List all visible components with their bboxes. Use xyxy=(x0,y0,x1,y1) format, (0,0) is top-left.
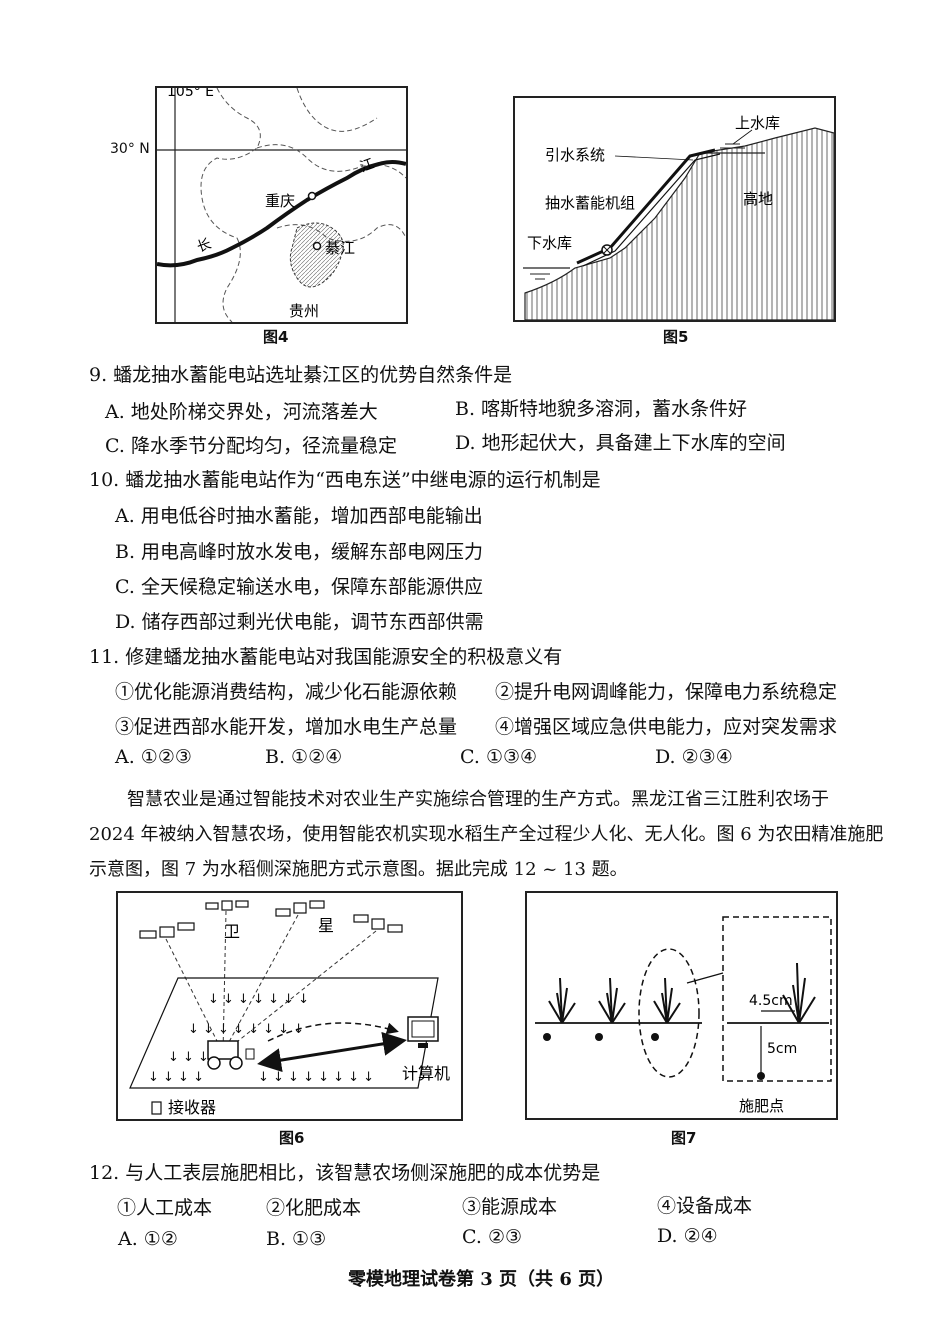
question-11-stem: 11. 修建蟠龙抽水蓄能电站对我国能源安全的积极意义有 xyxy=(89,646,563,668)
q12-option-a: A. ①② xyxy=(118,1228,178,1250)
figure-6-caption: 图6 xyxy=(279,1129,305,1147)
computer-label: 计算机 xyxy=(402,1064,450,1083)
satellite-icon xyxy=(275,900,325,917)
satellite-label-xing: 星 xyxy=(318,916,334,935)
vertical-distance-label: 5cm xyxy=(767,1041,797,1057)
q11-statement-1: ①优化能源消费结构，减少化石能源依赖 xyxy=(115,681,458,703)
fertilizer-point-icon xyxy=(757,1072,765,1080)
q11-statement-4: ④增强区域应急供电能力，应对突发需求 xyxy=(495,716,838,738)
q12-statement-1: ①人工成本 xyxy=(117,1197,213,1219)
figure-7-caption: 图7 xyxy=(671,1129,697,1147)
q12-option-c: C. ②③ xyxy=(462,1226,523,1248)
guizhou-label: 贵州 xyxy=(289,302,319,320)
svg-text:↓ ↓ ↓ ↓: ↓ ↓ ↓ ↓ xyxy=(148,1070,204,1085)
rice-plant-icon xyxy=(653,977,681,1024)
river-label-chang: 长 xyxy=(195,236,214,256)
precision-fertilizing-drawing: ↓ ↓ ↓ ↓ ↓ ↓ ↓ ↓ ↓ ↓ ↓ ↓ ↓ ↓ ↓ ↓ ↓ ↓ ↓ ↓ … xyxy=(129,900,450,1117)
latitude-label: 30° N xyxy=(110,141,150,157)
q11-statement-3: ③促进西部水能开发，增加水电生产总量 xyxy=(115,716,458,738)
pumped-storage-drawing: 上水库 引水系统 抽水蓄能机组 高地 下水库 xyxy=(523,114,835,321)
figure-7-diagram: 4.5cm 5cm 施肥点 xyxy=(525,891,838,1120)
qijiang-label: 綦江 xyxy=(325,239,355,257)
fertilizer-dot-icon xyxy=(651,1033,659,1041)
fertilizer-point-label: 施肥点 xyxy=(739,1097,784,1115)
diversion-system-label: 引水系统 xyxy=(545,146,605,164)
qijiang-marker-icon xyxy=(312,241,322,251)
figure-5-diagram: 上水库 引水系统 抽水蓄能机组 高地 下水库 xyxy=(513,96,836,322)
rice-plant-icon xyxy=(598,977,626,1024)
figure-5-caption: 图5 xyxy=(663,328,689,346)
q12-option-b: B. ①③ xyxy=(266,1228,327,1250)
satellite-icon xyxy=(353,914,403,933)
pump-unit-label: 抽水蓄能机组 xyxy=(545,194,635,212)
question-10-stem: 10. 蟠龙抽水蓄能电站作为“西电东送”中继电源的运行机制是 xyxy=(89,469,601,491)
q11-option-c: C. ①③④ xyxy=(460,746,538,768)
rice-plant-icon xyxy=(782,962,816,1024)
q11-option-b: B. ①②④ xyxy=(265,746,343,768)
chongqing-label: 重庆 xyxy=(265,192,295,210)
receiver-icon xyxy=(151,1101,162,1115)
map-drawing: 105° E 重庆 綦江 贵州 长 江 xyxy=(156,84,407,323)
satellite-icon xyxy=(205,900,249,911)
svg-text:↓ ↓ ↓ ↓ ↓ ↓ ↓ ↓: ↓ ↓ ↓ ↓ ↓ ↓ ↓ ↓ xyxy=(258,1070,374,1085)
q12-statement-3: ③能源成本 xyxy=(462,1196,558,1218)
q11-statement-2: ②提升电网调峰能力，保障电力系统稳定 xyxy=(495,681,838,703)
intro-line-3: 示意图，图 7 为水稻侧深施肥方式示意图。据此完成 12 ~ 13 题。 xyxy=(89,859,628,880)
q9-option-a: A. 地处阶梯交界处，河流落差大 xyxy=(105,401,378,423)
fertilizer-dot-icon xyxy=(543,1033,551,1041)
q12-option-d: D. ②④ xyxy=(657,1225,718,1247)
question-12-stem: 12. 与人工表层施肥相比，该智慧农场侧深施肥的成本优势是 xyxy=(89,1162,601,1184)
side-deep-fertilizing-drawing: 4.5cm 5cm 施肥点 xyxy=(535,916,832,1115)
q10-option-b: B. 用电高峰时放水发电，缓解东部电网压力 xyxy=(115,541,484,563)
figure-4-caption: 图4 xyxy=(263,328,289,346)
computer-icon xyxy=(407,1016,439,1048)
fertilizer-dot-icon xyxy=(595,1033,603,1041)
question-9-stem: 9. 蟠龙抽水蓄能电站选址綦江区的优势自然条件是 xyxy=(89,364,513,386)
intro-line-2: 2024 年被纳入智慧农场，使用智能农机实现水稻生产全过程少人化、无人化。图 6… xyxy=(89,824,884,845)
svg-text:↓ ↓ ↓ ↓ ↓ ↓ ↓ ↓: ↓ ↓ ↓ ↓ ↓ ↓ ↓ ↓ xyxy=(188,1022,304,1037)
q9-option-c: C. 降水季节分配均匀，径流量稳定 xyxy=(105,435,397,457)
q10-option-c: C. 全天候稳定输送水电，保障东部能源供应 xyxy=(115,576,483,598)
tractor-icon xyxy=(207,1040,255,1070)
q10-option-a: A. 用电低谷时抽水蓄能，增加西部电能输出 xyxy=(115,505,483,527)
intro-line-1: 智慧农业是通过智能技术对农业生产实施综合管理的生产方式。黑龙江省三江胜利农场于 xyxy=(127,789,829,810)
rice-plant-icon xyxy=(548,977,576,1024)
page-footer: 零模地理试卷第 3 页（共 6 页） xyxy=(348,1269,615,1290)
q9-option-d: D. 地形起伏大，具备建上下水库的空间 xyxy=(455,432,786,454)
satellite-icon xyxy=(139,922,195,939)
satellite-label-wei: 卫 xyxy=(224,922,240,941)
figure-6-diagram: ↓ ↓ ↓ ↓ ↓ ↓ ↓ ↓ ↓ ↓ ↓ ↓ ↓ ↓ ↓ ↓ ↓ ↓ ↓ ↓ … xyxy=(116,891,463,1121)
highland-label: 高地 xyxy=(743,190,773,208)
figure-4-map: 105° E 重庆 綦江 贵州 长 江 xyxy=(155,84,408,324)
q11-option-d: D. ②③④ xyxy=(655,746,733,768)
lower-reservoir-label: 下水库 xyxy=(527,234,572,252)
q10-option-d: D. 储存西部过剩光伏电能，调节东西部供需 xyxy=(115,611,484,633)
q9-option-b: B. 喀斯特地貌多溶洞，蓄水条件好 xyxy=(455,398,748,420)
longitude-label: 105° E xyxy=(167,88,214,100)
horizontal-distance-label: 4.5cm xyxy=(749,993,793,1009)
chongqing-marker-icon xyxy=(307,191,317,201)
svg-text:↓ ↓ ↓ ↓ ↓ ↓ ↓: ↓ ↓ ↓ ↓ ↓ ↓ ↓ xyxy=(208,992,309,1007)
receiver-label: 接收器 xyxy=(168,1098,216,1117)
q12-statement-4: ④设备成本 xyxy=(657,1195,753,1217)
river-label-jiang: 江 xyxy=(358,156,377,176)
upper-reservoir-label: 上水库 xyxy=(735,114,780,132)
q11-option-a: A. ①②③ xyxy=(115,746,192,768)
q12-statement-2: ②化肥成本 xyxy=(266,1197,362,1219)
